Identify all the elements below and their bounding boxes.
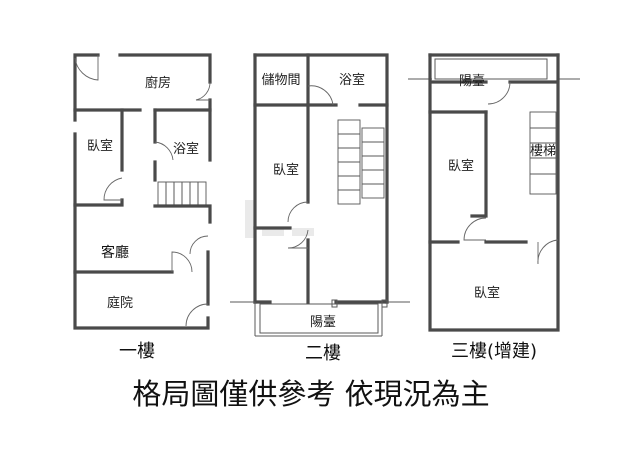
floor3-title: 三樓(增建) [451, 341, 537, 362]
floor1-bathroom-label: 浴室 [173, 141, 199, 157]
floor2-bathroom-label: 浴室 [339, 72, 365, 88]
floor2-plan [230, 53, 410, 337]
floor2-title: 二樓 [305, 343, 341, 364]
watermark [245, 200, 314, 238]
floor3-stairs-label: 樓梯 [530, 144, 556, 159]
disclaimer-caption: 格局圖僅供參考 依現況為主 [132, 377, 489, 411]
floor2-bedroom-label: 臥室 [273, 162, 299, 178]
floor1-plan [73, 53, 212, 330]
floor1-living-label: 客廳 [101, 244, 129, 261]
floor2-balcony-label: 陽臺 [310, 315, 336, 330]
floor3-bedroom-left-label: 臥室 [448, 158, 474, 174]
floor3-stairs [529, 111, 557, 195]
floor2-storage-label: 儲物間 [261, 73, 300, 88]
floor1-courtyard-label: 庭院 [107, 295, 133, 311]
floor1-kitchen-label: 廚房 [145, 75, 171, 91]
floor1-stairs [157, 181, 207, 207]
floor2-stairs [337, 119, 385, 205]
floor1-bedroom-label: 臥室 [87, 138, 113, 154]
floor3-balcony-label: 陽臺 [459, 74, 485, 89]
floor3-bedroom-bottom-label: 臥室 [474, 285, 500, 301]
floor3-plan [408, 53, 580, 332]
floor1-title: 一樓 [119, 341, 155, 362]
